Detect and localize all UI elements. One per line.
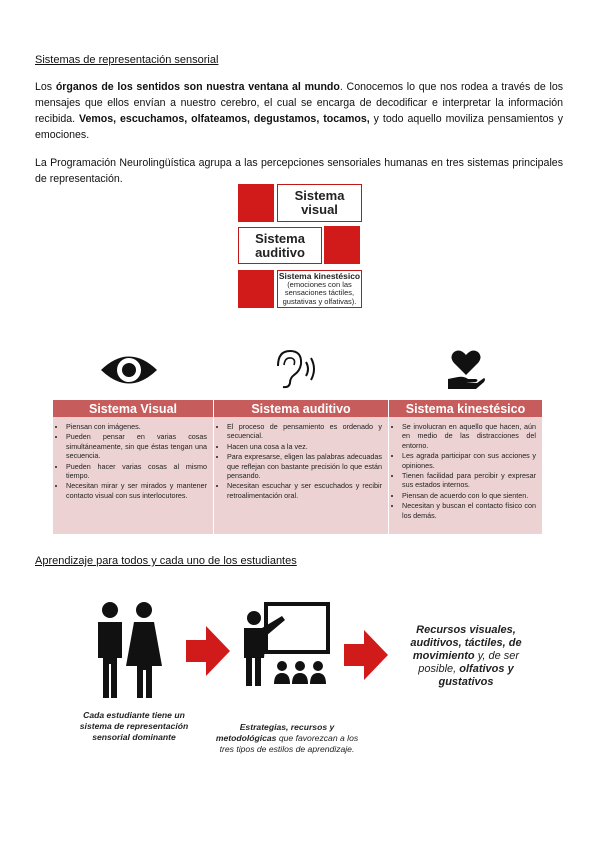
people-icon bbox=[98, 602, 162, 698]
ear-icon bbox=[277, 349, 315, 389]
column-header: Sistema Visual bbox=[53, 400, 213, 417]
list-item: Necesitan mirar y ser mirados y mantener… bbox=[66, 481, 207, 500]
red-square bbox=[238, 184, 274, 222]
red-square bbox=[238, 270, 274, 308]
pnl-paragraph: La Programación Neurolingüística agrupa … bbox=[35, 157, 563, 185]
caption-dominant-system: Cada estudiante tiene un sistema de repr… bbox=[79, 710, 189, 742]
column-visual: Sistema Visual Piensan con imágenes. Pue… bbox=[53, 400, 213, 534]
list-item: Piensan de acuerdo con lo que sienten. bbox=[402, 491, 536, 500]
resources-text: Recursos visuales, auditivos, táctiles, … bbox=[410, 624, 522, 688]
label-kinestesico: Sistema kinestésico (emociones con las s… bbox=[277, 270, 362, 308]
arrow-icon bbox=[186, 626, 230, 676]
list-item: Necesitan y buscan el contacto físico co… bbox=[402, 501, 536, 520]
intro-paragraph: Los órganos de los sentidos son nuestra … bbox=[35, 81, 564, 141]
list-item: El proceso de pensamiento es ordenado y … bbox=[227, 422, 382, 441]
column-auditivo: Sistema auditivo El proceso de pensamien… bbox=[214, 400, 388, 534]
divider bbox=[388, 400, 389, 534]
column-kinestesico: Sistema kinestésico Se involucran en aqu… bbox=[389, 400, 542, 534]
label-visual: Sistema visual bbox=[277, 184, 362, 222]
list-item: Hacen una cosa a la vez. bbox=[227, 442, 382, 451]
list-item: Piensan con imágenes. bbox=[66, 422, 207, 431]
divider bbox=[213, 400, 214, 534]
column-header: Sistema kinestésico bbox=[389, 400, 542, 417]
eye-icon bbox=[101, 356, 157, 384]
list-item: Se involucran en aquello que hacen, aún … bbox=[402, 422, 536, 450]
list-item: Pueden pensar en varias cosas simultánea… bbox=[66, 432, 207, 460]
list-item: Para expresarse, eligen las palabras ade… bbox=[227, 452, 382, 480]
arrow-icon bbox=[344, 630, 388, 680]
section-heading-aprendizaje: Aprendizaje para todos y cada uno de los… bbox=[35, 555, 297, 567]
list-item: Les agrada participar con sus acciones y… bbox=[402, 451, 536, 470]
heart-hand-icon bbox=[448, 350, 485, 389]
list-item: Pueden hacer varias cosas al mismo tiemp… bbox=[66, 462, 207, 481]
section-heading-sensorial: Sistemas de representación sensorial bbox=[35, 54, 219, 66]
caption-strategies: Estrategias, recursos y metodológicas qu… bbox=[215, 722, 359, 754]
systems-table: Sistema Visual Piensan con imágenes. Pue… bbox=[53, 400, 542, 534]
column-header: Sistema auditivo bbox=[214, 400, 388, 417]
list-item: Tienen facilidad para percibir y expresa… bbox=[402, 471, 536, 490]
label-auditivo: Sistema auditivo bbox=[238, 227, 322, 264]
teacher-icon bbox=[244, 602, 330, 686]
list-item: Necesitan escuchar y ser escuchados y re… bbox=[227, 481, 382, 500]
red-square bbox=[324, 226, 360, 264]
